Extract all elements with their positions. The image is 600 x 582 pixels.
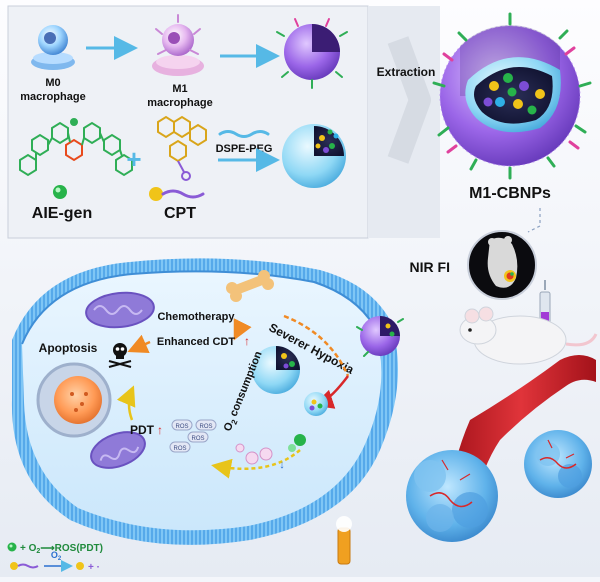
- tumor-tissue-illustration: [406, 355, 596, 542]
- dspe-peg-chain: [218, 130, 270, 138]
- plus-sign: +: [126, 144, 141, 174]
- ros-cluster: [169, 419, 217, 453]
- o2-bubbles: [235, 434, 306, 465]
- m0-macrophage-illustration: [31, 25, 75, 70]
- laser-light-source: [336, 516, 352, 565]
- ros-bubble-1: ROS: [175, 424, 188, 430]
- m0-sub-label: macrophage: [20, 91, 85, 103]
- nir-fi-mouse-image: [467, 230, 537, 300]
- chemotherapy-label: Chemotherapy: [157, 311, 235, 323]
- enhanced-cdt-label: Enhanced CDT: [157, 336, 236, 348]
- extraction-label: Extraction: [377, 65, 436, 79]
- bone-shaped-molecule: [226, 270, 274, 302]
- legend-cpt-symbol: [10, 562, 39, 570]
- legend-o2-label: O2: [51, 550, 62, 562]
- legend: [7, 542, 17, 552]
- mitochondrion-bottom: [90, 431, 146, 469]
- aie-gen-label: AIE-gen: [32, 205, 92, 222]
- macrophage-membrane-vesicle: [276, 18, 348, 89]
- cpt-molecule: [157, 115, 207, 181]
- small-particle-in-cell: [304, 392, 328, 416]
- nir-fi-label: NIR FI: [410, 259, 450, 275]
- arrow-chemotherapy: [233, 318, 252, 341]
- aie-gen-dot: [53, 185, 67, 199]
- incoming-m1-cbnp: [356, 316, 404, 357]
- aie-gen-dot-highlight: [55, 187, 61, 193]
- connector-to-imaging: [527, 208, 541, 233]
- cell-nucleus: [36, 362, 112, 438]
- cpt-dot: [149, 187, 205, 201]
- arrow-cycle-bottom: [211, 449, 301, 479]
- arrow-to-apoptosis: [127, 334, 151, 354]
- ros-bubble-4: ROS: [199, 424, 212, 430]
- cpt-label: CPT: [164, 205, 196, 222]
- hypoxia-arc: [283, 314, 350, 377]
- m1-cbnps-nanoparticle: [432, 12, 592, 180]
- ros-bubble-2: ROS: [191, 436, 204, 442]
- m1-label: M1: [172, 83, 187, 95]
- mitochondrion-top: [85, 291, 155, 329]
- o2-down-arrow: ↓: [279, 459, 285, 471]
- legend-line-1: + O2⟶ROS(PDT): [20, 543, 103, 555]
- arrow-pdt-up: [116, 385, 136, 421]
- internalized-nanoparticle-zoom: [252, 346, 300, 394]
- m1-macrophage-illustration: [152, 14, 204, 76]
- drug-loaded-core-particle: [282, 124, 346, 188]
- m1-sub-label: macrophage: [147, 97, 212, 109]
- pdt-label: PDT: [130, 423, 155, 437]
- legend-line-2-suffix: + ·: [88, 562, 100, 573]
- ros-bubble-3: ROS: [173, 446, 186, 452]
- m1-cbnps-label: M1-CBNPs: [469, 185, 551, 202]
- skull-icon: [108, 343, 132, 368]
- mouse-illustration: [459, 306, 598, 365]
- apoptosis-label: Apoptosis: [39, 341, 98, 355]
- dspe-peg-label: DSPE-PEG: [216, 143, 273, 155]
- m0-label: M0: [45, 77, 60, 89]
- legend-product-dot: [76, 562, 84, 570]
- aie-gen-molecule: [19, 118, 133, 177]
- enhanced-cdt-up-arrow: ↑: [244, 334, 250, 348]
- pdt-up-arrow: ↑: [157, 423, 163, 437]
